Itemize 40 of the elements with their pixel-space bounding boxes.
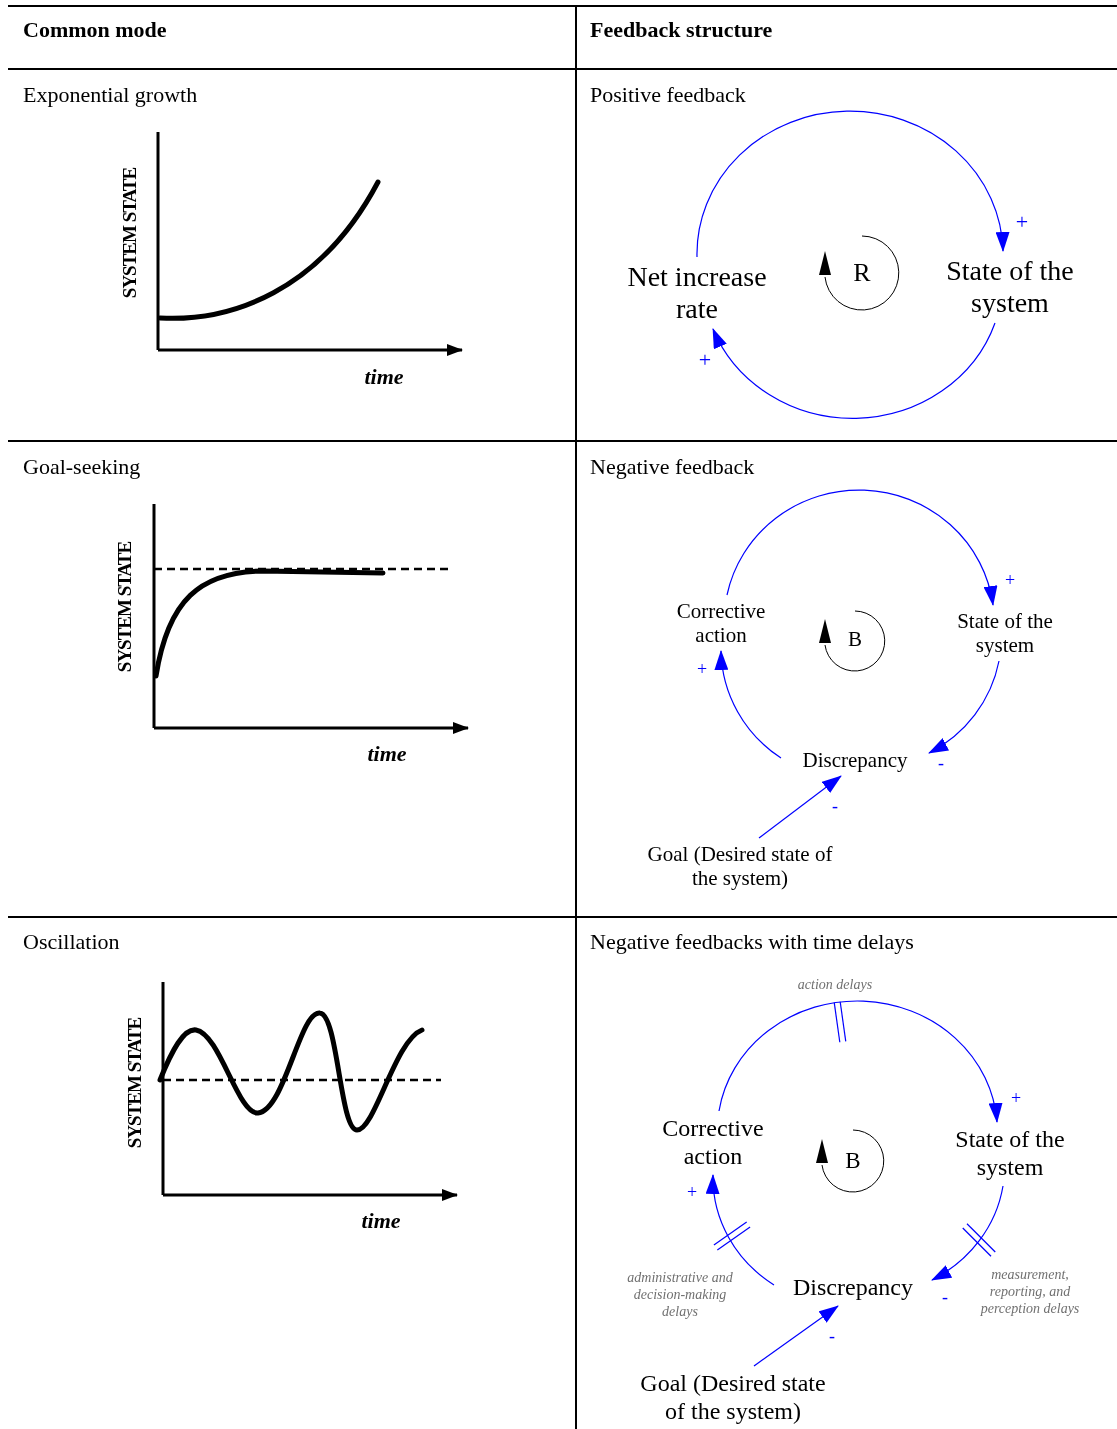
mode-title: Positive feedback xyxy=(590,82,746,109)
variable-text: State of the system xyxy=(946,608,1064,658)
column-header: Common mode xyxy=(23,17,167,44)
causal-link-arrow xyxy=(712,322,996,419)
mode-title: Negative feedback xyxy=(590,454,755,481)
axis-title: time xyxy=(361,1208,401,1235)
loop-symbol: B xyxy=(848,629,862,650)
mode-title: Negative feedbacks with time delays xyxy=(590,929,914,956)
causal-link-arrow xyxy=(696,110,1009,258)
loop-symbol: B xyxy=(845,1149,861,1172)
delay-note: administrative and decision-making delays xyxy=(626,1270,734,1321)
variable-text: Discrepancy xyxy=(778,1274,928,1302)
causal-link-arrow xyxy=(928,660,1000,754)
causal-link-arrow xyxy=(758,775,842,839)
loop-symbol: R xyxy=(853,260,871,286)
variable-text: Corrective action xyxy=(652,1115,774,1171)
axis-title: SYSTEM STATE xyxy=(123,1017,146,1149)
causal-link-arrow xyxy=(718,1000,1002,1123)
variable-text: Goal (Desired state of the system) xyxy=(645,841,835,891)
mode-title: Goal-seeking xyxy=(23,454,141,481)
delay-note: action delays xyxy=(797,977,873,994)
axis-title: SYSTEM STATE xyxy=(118,167,141,299)
axis-title: time xyxy=(364,364,404,391)
axis-title: time xyxy=(367,741,407,768)
causal-link-arrow xyxy=(726,489,997,606)
variable-text: Corrective action xyxy=(665,598,777,648)
causal-link-arrow xyxy=(715,650,782,759)
variable-text: State of the system xyxy=(935,254,1085,320)
variable-text: Net increase rate xyxy=(617,260,777,326)
variable-text: Discrepancy xyxy=(785,747,925,773)
axis-title: SYSTEM STATE xyxy=(113,541,136,673)
variable-text: State of the system xyxy=(943,1126,1077,1182)
mode-title: Oscillation xyxy=(23,929,120,956)
causal-link-arrow xyxy=(706,1174,775,1286)
mode-title: Exponential growth xyxy=(23,82,198,109)
variable-text: Goal (Desired state of the system) xyxy=(628,1370,838,1426)
column-header: Feedback structure xyxy=(590,17,773,44)
causal-link-arrow xyxy=(931,1185,1004,1281)
delay-note: measurement, reporting, and perception delays xyxy=(979,1267,1081,1318)
causal-link-arrow xyxy=(753,1305,839,1367)
